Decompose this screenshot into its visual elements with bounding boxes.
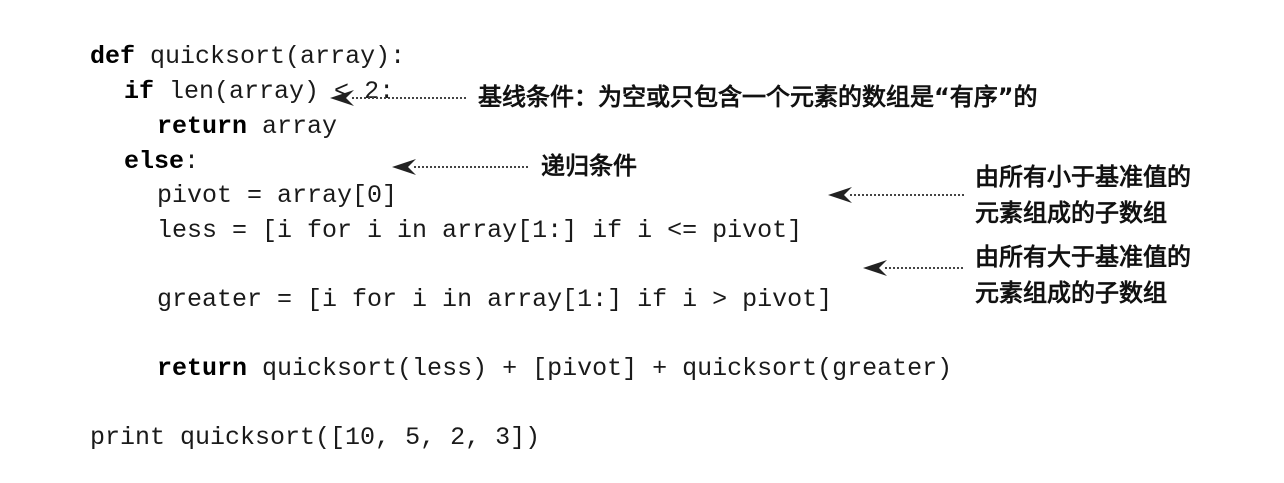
- keyword-return: return: [157, 354, 248, 383]
- annotation-recursive-case: 递归条件: [541, 152, 637, 180]
- code-text: array: [247, 112, 338, 141]
- arrow-left-icon: [330, 88, 470, 108]
- arrow-left-icon: [863, 258, 966, 278]
- keyword-return: return: [157, 112, 248, 141]
- code-line-return-quicksort: return quicksort(less) + [pivot] + quick…: [97, 324, 952, 414]
- keyword-def: def: [90, 42, 136, 71]
- code-text: pivot = array[0]: [157, 181, 398, 210]
- code-line-print: print quicksort([10, 5, 2, 3]): [30, 393, 540, 483]
- code-text: less = [i for i in array[1:] if i <= piv…: [157, 216, 803, 245]
- code-line-return-array: return array: [97, 82, 337, 172]
- arrow-left-icon: [392, 157, 532, 177]
- code-line-pivot: pivot = array[0]: [97, 151, 397, 241]
- annotation-less-line2: 元素组成的子数组: [975, 199, 1167, 227]
- code-line-def: def quicksort(array):: [30, 12, 405, 102]
- arrow-left-icon: [828, 185, 966, 205]
- keyword-else: else: [124, 147, 185, 176]
- code-line-else: else:: [64, 117, 199, 207]
- code-text: greater = [i for i in array[1:] if i > p…: [157, 285, 833, 314]
- annotation-greater-line1: 由所有大于基准值的: [975, 243, 1191, 271]
- code-line-less: less = [i for i in array[1:] if i <= piv…: [97, 186, 802, 276]
- annotation-greater-line2: 元素组成的子数组: [975, 279, 1167, 307]
- code-text: quicksort(less) + [pivot] + quicksort(gr…: [247, 354, 953, 383]
- keyword-if: if: [124, 77, 155, 106]
- annotation-less-line1: 由所有小于基准值的: [975, 163, 1191, 191]
- annotation-base-case: 基线条件：为空或只包含一个元素的数组是“有序”的: [478, 83, 1038, 111]
- code-line-greater: greater = [i for i in array[1:] if i > p…: [97, 255, 832, 345]
- code-figure: def quicksort(array): if len(array) < 2:…: [30, 12, 1191, 452]
- code-text: print quicksort([10, 5, 2, 3]): [90, 423, 541, 452]
- code-text: quicksort(array):: [135, 42, 406, 71]
- code-text: :: [184, 147, 200, 176]
